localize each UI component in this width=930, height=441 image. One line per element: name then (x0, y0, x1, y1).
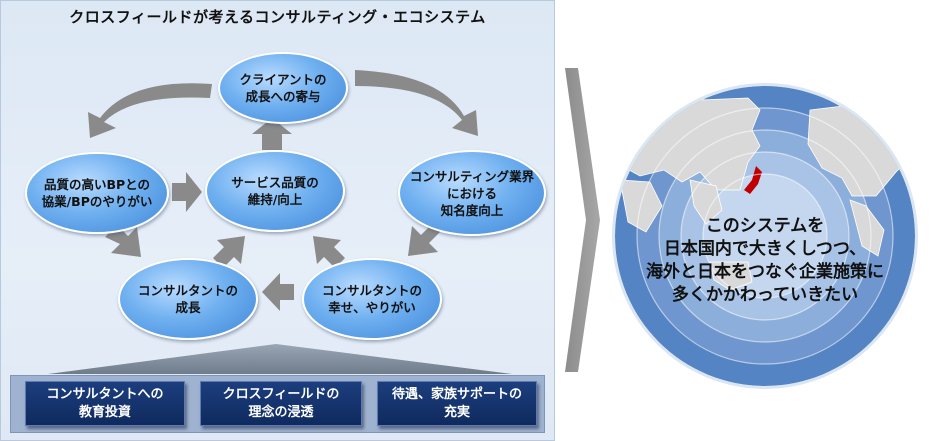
japan-highlight (744, 166, 762, 194)
curved-arrow-right (355, 70, 478, 136)
foundation-item-philosophy: クロスフィールドの 理念の浸透 (200, 381, 362, 426)
curved-arrow-left (88, 83, 212, 138)
foundation-triangle (48, 344, 512, 374)
arrow-industry-to-happiness (408, 224, 440, 256)
arrow-up-service-to-client (252, 118, 292, 150)
arrow-bp-to-growth (105, 225, 141, 257)
node-client-growth: クライアントの 成長への寄与 (218, 52, 348, 124)
diagram-title: クロスフィールドが考えるコンサルティング・エコシステム (69, 8, 486, 26)
node-industry-recognition: コンサルティング業界 における 知名度向上 (398, 150, 546, 236)
node-consultant-happiness: コンサルタントの 幸せ、やりがい (302, 258, 442, 340)
arrow-right-bp-to-service (172, 172, 202, 212)
node-service-quality: サービス品質の 維持/向上 (205, 150, 345, 232)
arrow-happiness-to-service (313, 236, 345, 268)
arrow-left-happiness-to-growth (262, 273, 294, 311)
node-bp-collaboration: 品質の高いBPとの 協業/BPのやりがい (25, 152, 169, 234)
globe-message: このシステムを 日本国内で大きくしつつ、 海外と日本をつなぐ企業施策に 多くかか… (646, 216, 884, 305)
arrow-growth-to-service (213, 236, 245, 268)
node-consultant-growth: コンサルタントの 成長 (118, 258, 258, 340)
foundation-item-benefits: 待遇、家族サポートの 充実 (377, 381, 537, 426)
foundation-item-education: コンサルタントへの 教育投資 (25, 381, 185, 426)
chevron-right-icon (565, 68, 600, 372)
